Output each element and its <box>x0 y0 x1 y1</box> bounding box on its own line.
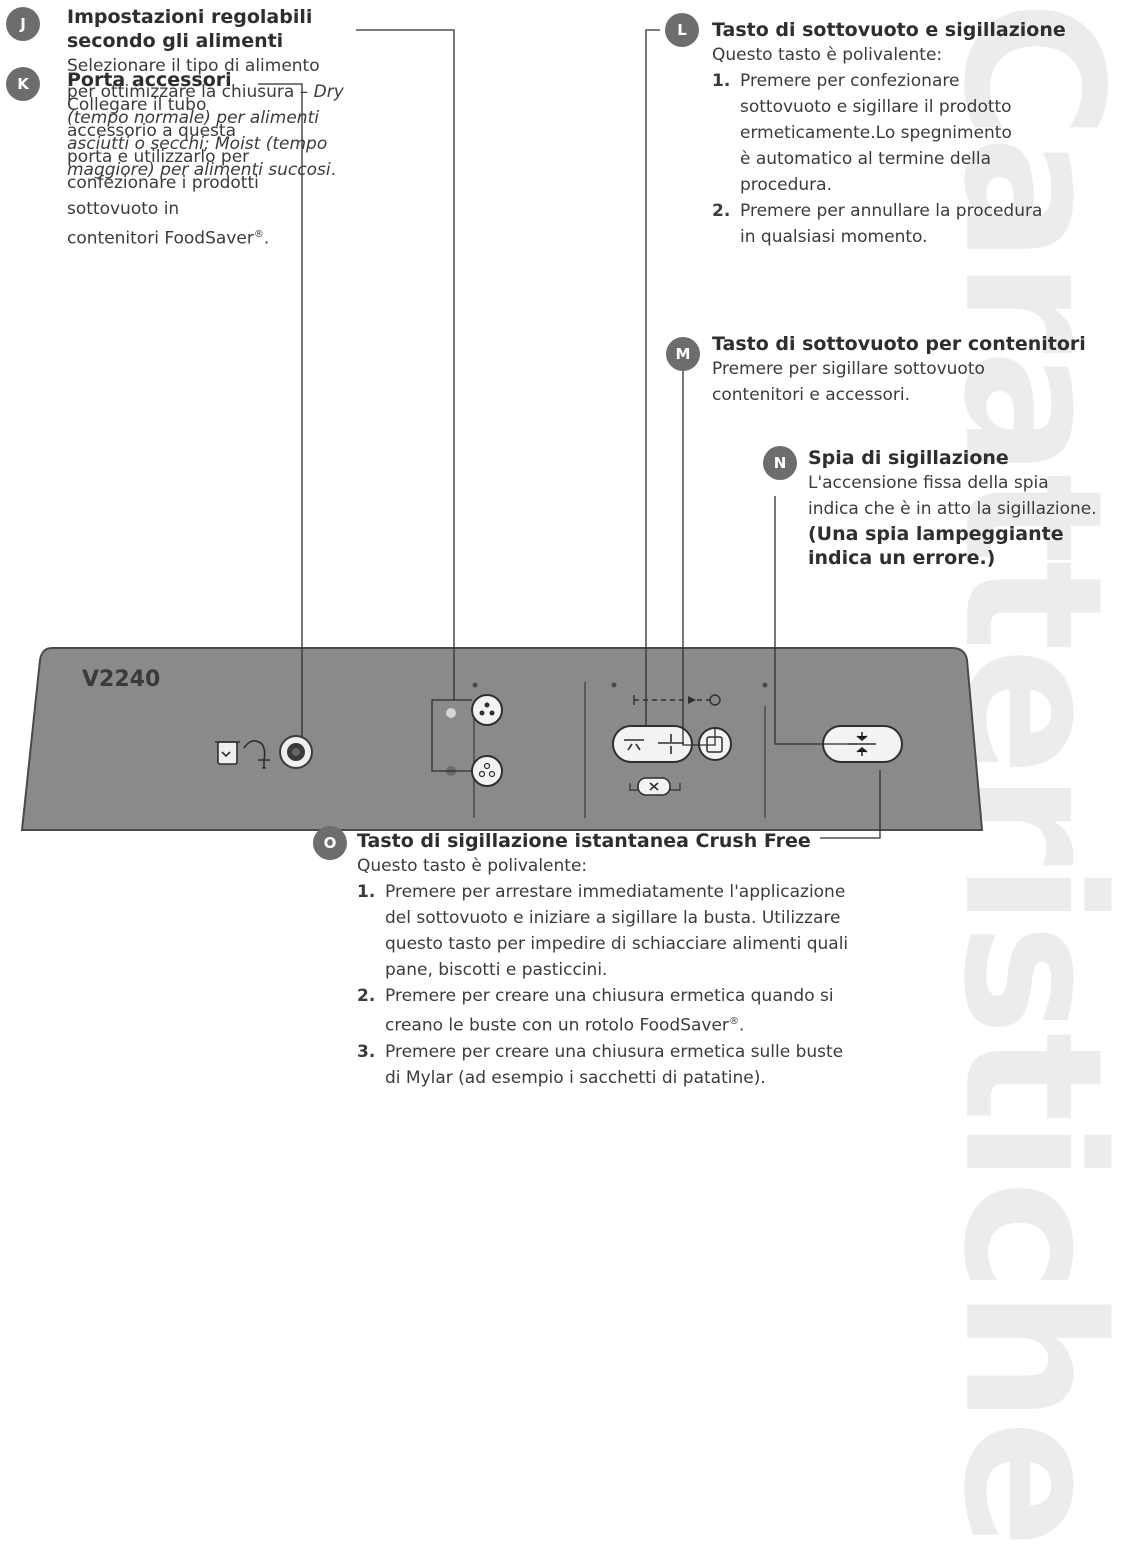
callout-j-line3: (tempo normale) per alimenti <box>67 108 319 128</box>
callout-m-line: Premere per sigillare sottovuoto <box>712 359 985 379</box>
callout-l-intro: Questo tasto è polivalente: <box>712 45 943 65</box>
callout-k-line: accessorio a questa <box>67 121 236 141</box>
callout-o-intro: Questo tasto è polivalente: <box>357 856 588 876</box>
badge-m: M <box>666 337 700 371</box>
callout-o-title: Tasto di sigillazione istantanea Crush F… <box>357 830 811 852</box>
callout-m: Tasto di sottovuoto per contenitori Prem… <box>712 332 1127 408</box>
callout-k-line: porta e utilizzarlo per <box>67 147 250 167</box>
callout-n: Spia di sigillazione L'accensione fissa … <box>808 446 1127 570</box>
callout-j-line2: per ottimizzare la chiusura – Dry <box>67 82 344 102</box>
callout-o: Tasto di sigillazione istantanea Crush F… <box>357 829 857 1091</box>
dry-button <box>471 755 503 787</box>
badge-n: N <box>763 446 797 480</box>
canister-icon <box>215 741 240 765</box>
callout-k-line: Collegare il tubo <box>67 95 207 115</box>
callout-l-item-2: 2. Premere per annullare la procedura in… <box>712 201 1043 247</box>
callout-l: Tasto di sottovuoto e sigillazione Quest… <box>712 18 1122 250</box>
callout-n-line: indica che è in atto la sigillazione. <box>808 499 1097 519</box>
model-label: V2240 <box>82 667 160 692</box>
callout-j-line1: Selezionare il tipo di alimento <box>67 56 320 76</box>
vac-seal-button <box>612 725 693 763</box>
callout-l-item-1: 1. Premere per confezionare sottovuoto e… <box>712 71 1012 195</box>
callout-m-title: Tasto di sottovuoto per contenitori <box>712 333 1086 355</box>
callout-j-title-2: secondo gli alimenti <box>67 30 284 52</box>
callout-n-title: Spia di sigillazione <box>808 447 1009 469</box>
badge-j: J <box>6 7 40 41</box>
diagram-graphics: V2240 <box>20 29 984 839</box>
badge-k: K <box>6 67 40 101</box>
badge-l: L <box>665 13 699 47</box>
badge-o: O <box>313 826 347 860</box>
callout-k-title: Porta accessori <box>67 69 232 91</box>
callout-j-line5: maggiore) per alimenti succosi. <box>67 160 336 180</box>
callout-n-warning: (Una spia lampeggiante indica un errore.… <box>808 523 1064 569</box>
callout-j: Impostazioni regolabili secondo gli alim… <box>67 5 367 183</box>
callout-o-item-1: 1. Premere per arrestare immediatamente … <box>357 882 849 980</box>
callout-o-item-2: 2. Premere per creare una chiusura ermet… <box>357 986 834 1036</box>
moist-button <box>471 694 503 726</box>
callout-k-line: contenitori FoodSaver®. <box>67 228 270 249</box>
hose-icon <box>243 740 270 769</box>
callout-j-line4: asciutti o secchi; Moist (tempo <box>67 134 328 154</box>
callout-l-title: Tasto di sottovuoto e sigillazione <box>712 19 1066 41</box>
callout-k-line: sottovuoto in <box>67 199 180 219</box>
callout-j-title-1: Impostazioni regolabili <box>67 6 313 28</box>
callout-k-line: confezionare i prodotti <box>67 173 259 193</box>
callout-k: Porta accessori Collegare il tubo access… <box>67 68 307 252</box>
callout-n-line: L'accensione fissa della spia <box>808 473 1049 493</box>
callout-o-item-3: 3. Premere per creare una chiusura ermet… <box>357 1041 844 1088</box>
callout-m-line: contenitori e accessori. <box>712 385 910 405</box>
control-panel <box>20 647 984 831</box>
